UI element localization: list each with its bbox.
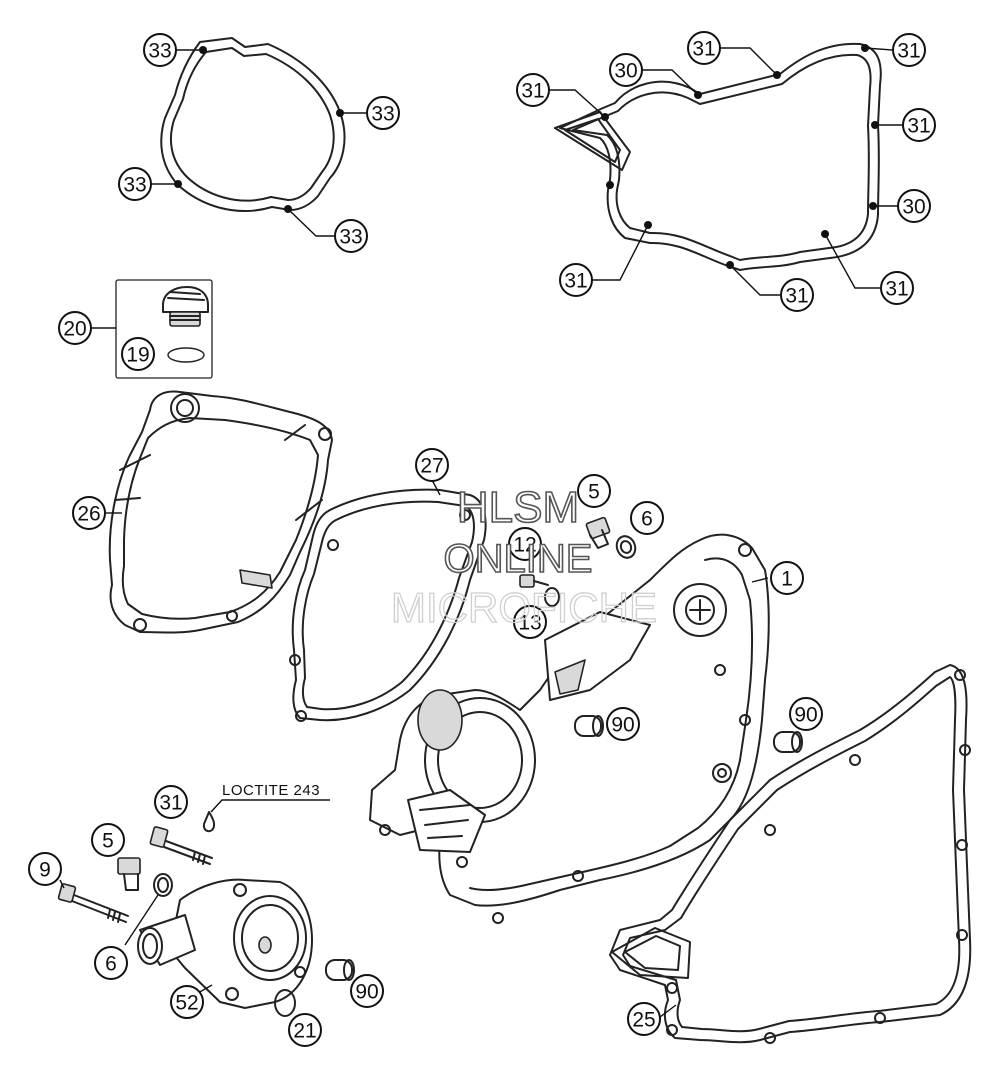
- ignition-gasket-leaders: [150, 49, 366, 237]
- callout-1: 1: [770, 561, 804, 595]
- svg-text:1: 1: [781, 568, 793, 591]
- bolt-9: [57, 883, 129, 923]
- o-ring-21: [274, 989, 296, 1017]
- callout-33-c: 33: [118, 167, 152, 201]
- plug-5-upper: [585, 516, 611, 549]
- svg-text:31: 31: [159, 792, 182, 815]
- callout-33-b: 33: [366, 96, 400, 130]
- callout-21: 21: [288, 1013, 322, 1047]
- svg-text:HLSM: HLSM: [457, 483, 579, 532]
- dowel-90-pump: [325, 959, 355, 981]
- callout-6-b: 6: [94, 946, 128, 980]
- loctite-note: LOCTITE 243: [222, 782, 320, 799]
- svg-text:31: 31: [785, 285, 808, 308]
- svg-text:30: 30: [902, 196, 925, 219]
- callout-12: 12: [508, 527, 542, 561]
- bolt-9-leader: [59, 879, 65, 889]
- svg-text:9: 9: [39, 859, 51, 882]
- oil-plug-box: [90, 279, 213, 379]
- svg-text:90: 90: [355, 981, 378, 1004]
- callout-52: 52: [170, 985, 204, 1019]
- bolt-31: [149, 826, 213, 865]
- callout-90-a: 90: [606, 707, 640, 741]
- callout-31-bolt: 31: [154, 785, 188, 819]
- clutch-cover-outer-gasket: [609, 664, 972, 1044]
- svg-text:ONLINE: ONLINE: [444, 537, 593, 581]
- callout-20: 20: [58, 311, 92, 345]
- svg-text:5: 5: [588, 481, 600, 504]
- svg-text:33: 33: [123, 174, 146, 197]
- svg-text:25: 25: [632, 1009, 655, 1032]
- dowel-90-right: [773, 731, 803, 753]
- callout-33-a: 33: [143, 33, 177, 67]
- callout-31-d: 31: [902, 108, 936, 142]
- callout-27: 27: [415, 448, 449, 482]
- clutch-cover-leader: [751, 577, 769, 583]
- plug-5-lower: [117, 857, 141, 891]
- callout-31-b: 31: [687, 31, 721, 65]
- svg-text:13: 13: [518, 612, 541, 635]
- svg-text:6: 6: [641, 508, 653, 531]
- outer-gasket-leader: [659, 1004, 677, 1018]
- svg-text:30: 30: [614, 60, 637, 83]
- svg-text:31: 31: [521, 80, 544, 103]
- callout-25: 25: [627, 1002, 661, 1036]
- clutch-cover: [369, 533, 770, 924]
- svg-text:20: 20: [63, 318, 86, 341]
- ignition-cover: [108, 390, 333, 634]
- callout-30-a: 30: [609, 53, 643, 87]
- svg-text:21: 21: [293, 1020, 316, 1043]
- svg-text:52: 52: [175, 992, 198, 1015]
- loctite-leader: [210, 799, 330, 813]
- callout-31-a: 31: [516, 73, 550, 107]
- washer-6-upper: [615, 535, 637, 559]
- svg-text:12: 12: [513, 534, 536, 557]
- svg-text:33: 33: [148, 40, 171, 63]
- callout-31-c: 31: [892, 33, 926, 67]
- callout-5-b: 5: [91, 823, 125, 857]
- dowel-90-center: [574, 715, 604, 737]
- callout-26: 26: [72, 496, 106, 530]
- svg-text:90: 90: [611, 714, 634, 737]
- callout-33-d: 33: [334, 219, 368, 253]
- callout-31-f: 31: [780, 278, 814, 312]
- callout-6-a: 6: [630, 501, 664, 535]
- svg-text:5: 5: [102, 830, 114, 853]
- water-pump-cover: [137, 878, 313, 1009]
- callout-9: 9: [28, 852, 62, 886]
- callout-90-b: 90: [789, 697, 823, 731]
- svg-text:31: 31: [885, 278, 908, 301]
- mid-gasket-leader: [431, 479, 441, 496]
- callout-31-e: 31: [559, 263, 593, 297]
- svg-text:33: 33: [371, 103, 394, 126]
- svg-text:31: 31: [564, 270, 587, 293]
- clutch-gasket-top-leaders: [549, 47, 903, 296]
- callout-13: 13: [513, 605, 547, 639]
- svg-text:19: 19: [126, 344, 149, 367]
- svg-text:MICROFICHE: MICROFICHE: [391, 584, 657, 631]
- washer-6-lower: [153, 873, 173, 897]
- svg-text:31: 31: [692, 38, 715, 61]
- ignition-cover-gasket: [160, 37, 346, 212]
- svg-text:31: 31: [897, 40, 920, 63]
- callout-19: 19: [121, 337, 155, 371]
- callout-30-b: 30: [897, 189, 931, 223]
- svg-text:26: 26: [77, 503, 100, 526]
- svg-text:6: 6: [105, 953, 117, 976]
- svg-text:27: 27: [420, 455, 443, 478]
- clutch-cover-gasket-top: [554, 42, 882, 271]
- washer-13: [544, 587, 560, 607]
- loctite-drop: [202, 811, 216, 833]
- callout-5-a: 5: [577, 474, 611, 508]
- clutch-cover-gasket-mid: [289, 488, 487, 722]
- callout-90-c: 90: [350, 974, 384, 1008]
- svg-text:33: 33: [339, 226, 362, 249]
- watermark: HLSM ONLINE MICROFICHE: [390, 482, 657, 631]
- svg-text:90: 90: [794, 704, 817, 727]
- callout-31-g: 31: [880, 271, 914, 305]
- svg-text:31: 31: [907, 115, 930, 138]
- screw-12: [519, 574, 549, 588]
- washer-6-lower-leader: [124, 894, 159, 946]
